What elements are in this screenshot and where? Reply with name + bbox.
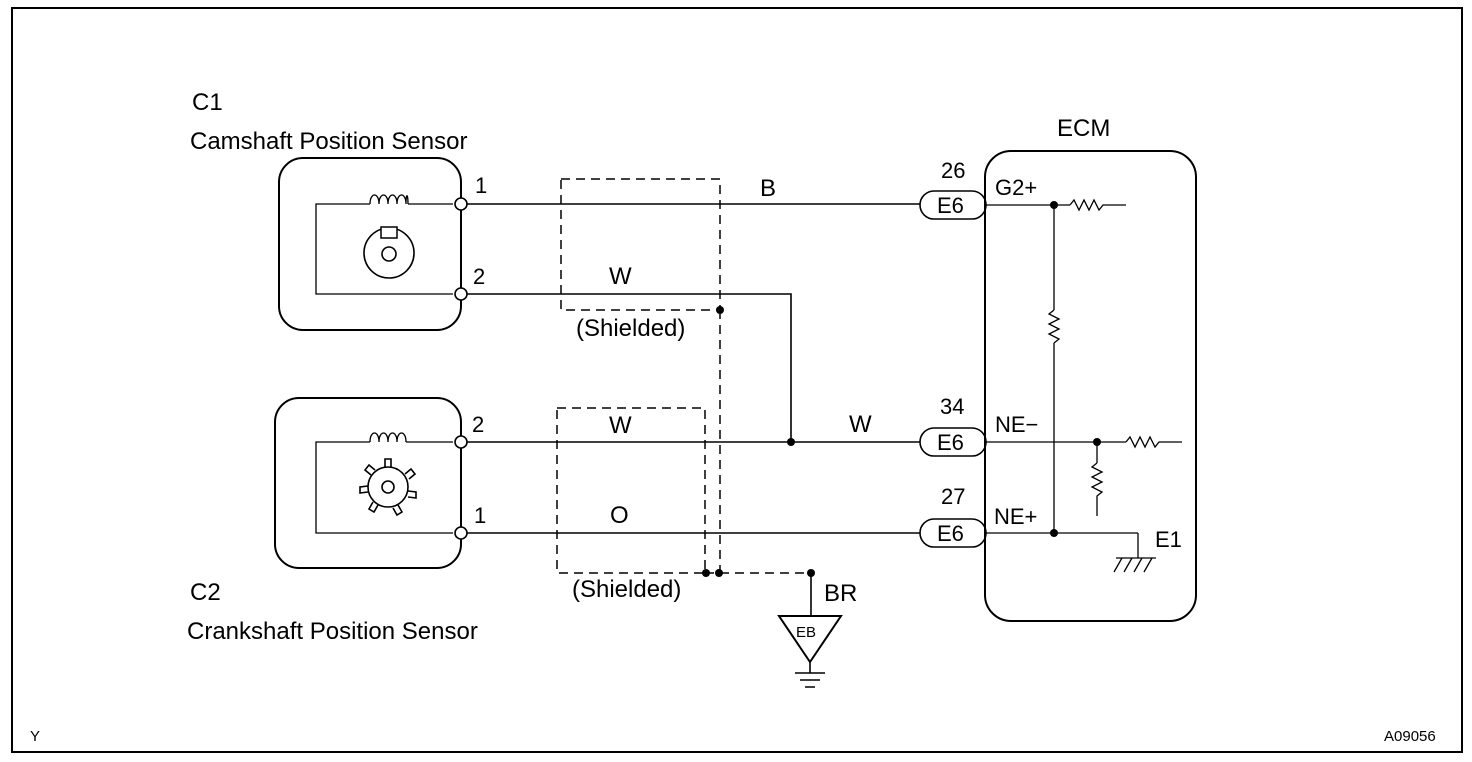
ecm-ne-plus-node: [1050, 529, 1058, 537]
camshaft-sensor-body: [278, 157, 462, 331]
shield-drain-node-upper: [716, 306, 724, 314]
ecm-bias-resistor-icon: [1047, 309, 1061, 344]
crankshaft-pin-2-label: 2: [472, 412, 484, 437]
diagram-frame: [11, 7, 1463, 753]
crankshaft-sensor-code: C2: [190, 579, 221, 606]
crankshaft-pin-1-terminal: [454, 526, 468, 540]
crankshaft-pin-1-label: 1: [474, 503, 486, 528]
camshaft-sensor-coil-loop: [315, 203, 453, 295]
cam-signal-wire-color: B: [760, 175, 776, 202]
ecm-terminal-g2: 26 E6 G2+: [919, 158, 1037, 220]
camshaft-rotor-hub-icon: [381, 246, 397, 262]
camshaft-pin-1-terminal: [454, 197, 468, 211]
ecm-e1-ground-icon: [1113, 557, 1156, 573]
ground-point-triangle: [777, 615, 843, 664]
ecm-title: ECM: [1057, 115, 1110, 142]
ecm-connector-ne-plus-label: E6: [937, 521, 964, 546]
crankshaft-sensor: 2 1: [274, 397, 486, 569]
camshaft-pin-2-terminal: [454, 287, 468, 301]
crank-w-splice: [787, 438, 795, 446]
ecm-g2-resistor-icon: [1069, 198, 1126, 212]
ecm-ne-minus-resistor-icon: [1125, 435, 1182, 449]
camshaft-sensor-code: C1: [192, 89, 223, 116]
footer-figure-id: A09056: [1384, 728, 1436, 745]
ground-wire-color: BR: [824, 580, 857, 607]
ground-symbol-icon: [795, 662, 825, 688]
crankshaft-sensor-coil-icon: [369, 432, 407, 443]
ecm-terminal-ne-minus-pin: 34: [940, 394, 964, 419]
ecm-terminal-g2-name: G2+: [995, 175, 1037, 200]
lower-shield-box: [556, 407, 706, 574]
crank-w-wire-color-left: W: [609, 412, 632, 439]
ecm-e1-label: E1: [1155, 527, 1182, 552]
ecm-terminal-ne-minus-name: NE−: [995, 412, 1038, 437]
crankshaft-sensor-coil-loop: [315, 441, 453, 534]
lower-shield-label: (Shielded): [572, 576, 681, 603]
ecm-connector-g2-label: E6: [937, 193, 964, 218]
ecm-box: [984, 150, 1197, 622]
ground-point-label: EB: [796, 624, 816, 641]
ecm-terminal-ne-minus: 34 E6 NE−: [919, 394, 1038, 457]
upper-shield-label: (Shielded): [576, 315, 685, 342]
cam-return-wire-color: W: [609, 263, 632, 290]
camshaft-sensor-name: Camshaft Position Sensor: [190, 128, 467, 155]
crankshaft-pin-2-terminal: [454, 435, 468, 449]
ecm-terminal-ne-plus-name: NE+: [994, 504, 1037, 529]
ecm-terminal-g2-pin: 26: [941, 158, 965, 183]
shield-node-lower-right: [715, 569, 723, 577]
ecm-terminal-ne-plus-pin: 27: [941, 484, 965, 509]
crank-o-wire-color: O: [610, 502, 629, 529]
crank-w-wire-color-right: W: [849, 411, 872, 438]
crankshaft-sensor-body: [274, 397, 462, 569]
ecm-connector-ne-minus-label: E6: [937, 430, 964, 455]
shield-node-lower-left: [702, 569, 710, 577]
upper-shield-box: [560, 178, 721, 311]
footer-left-code: Y: [30, 728, 40, 745]
cam-return-wire: [467, 293, 792, 442]
camshaft-pin-2-label: 2: [473, 264, 485, 289]
camshaft-pin-1-label: 1: [475, 173, 487, 198]
ecm-terminal-ne-plus: 27 E6 NE+: [919, 484, 1037, 548]
crankshaft-sensor-name: Crankshaft Position Sensor: [187, 618, 478, 645]
ecm-ne-minus-pull-resistor-icon: [1090, 462, 1104, 516]
camshaft-sensor-coil-icon: [369, 194, 409, 205]
camshaft-sensor: 1 2: [278, 157, 487, 331]
camshaft-rotor-key: [380, 226, 398, 239]
crankshaft-gear-icon: [359, 458, 417, 517]
